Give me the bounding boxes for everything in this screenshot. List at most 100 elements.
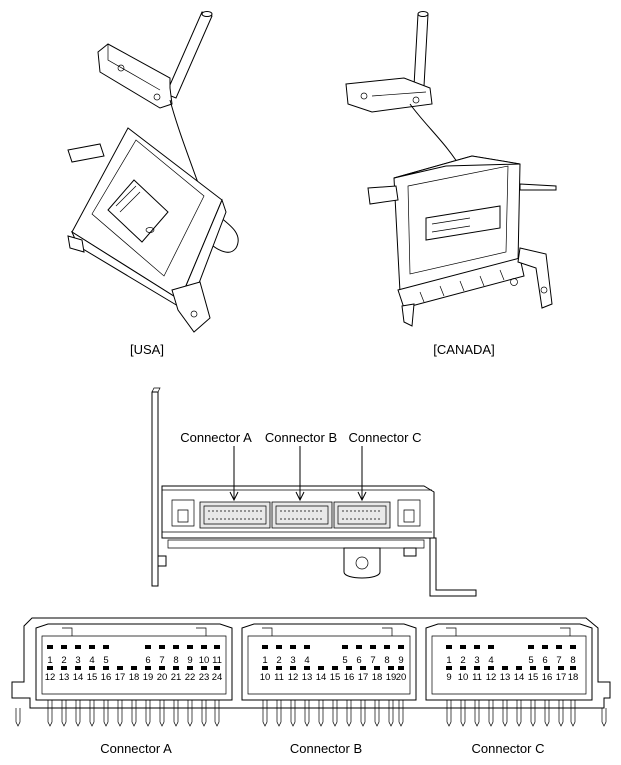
pin-number: 7	[370, 655, 375, 666]
terminal-leg	[103, 700, 109, 727]
pin-number: 5	[103, 655, 108, 666]
pin-number: 10	[260, 672, 271, 683]
pin-number: 24	[212, 672, 223, 683]
terminal-leg	[388, 700, 394, 727]
pin-marker	[388, 666, 394, 670]
pin-marker	[187, 666, 193, 670]
terminal-leg	[346, 700, 352, 727]
pin-number: 4	[89, 655, 94, 666]
pin-marker	[370, 645, 376, 649]
pin-marker	[290, 645, 296, 649]
terminal-leg	[201, 700, 207, 727]
pin-number: 14	[316, 672, 327, 683]
pin-marker	[75, 666, 81, 670]
pin-marker	[460, 666, 466, 670]
pin-marker	[332, 666, 338, 670]
pin-marker	[262, 645, 268, 649]
pin-marker	[145, 645, 151, 649]
terminal-leg	[474, 700, 480, 727]
pin-number: 15	[87, 672, 98, 683]
terminal-leg	[398, 700, 404, 727]
pin-number: 1	[446, 655, 451, 666]
pin-number: 15	[528, 672, 539, 683]
terminal-leg	[131, 700, 137, 727]
pin-number: 2	[61, 655, 66, 666]
pin-marker	[159, 666, 165, 670]
terminal-leg	[61, 700, 67, 727]
front-view-connector-b-label: Connector B	[265, 430, 337, 445]
pin-marker	[187, 645, 193, 649]
pin-number: 21	[171, 672, 182, 683]
pin-marker	[214, 645, 220, 649]
pin-marker	[516, 666, 522, 670]
pin-number: 6	[145, 655, 150, 666]
pin-marker	[446, 645, 452, 649]
module-front-view	[151, 387, 477, 597]
connector-b-caption: Connector B	[290, 741, 362, 756]
pin-number: 3	[290, 655, 295, 666]
pin-number: 12	[288, 672, 299, 683]
pin-number: 19	[386, 672, 397, 683]
terminal-leg	[570, 700, 576, 727]
pin-marker	[318, 666, 324, 670]
pin-marker	[570, 645, 576, 649]
pin-marker	[89, 666, 95, 670]
pin-number: 12	[486, 672, 497, 683]
terminal-leg	[488, 700, 494, 727]
pin-number: 18	[568, 672, 579, 683]
pin-marker	[117, 666, 123, 670]
pin-marker	[61, 645, 67, 649]
terminal-leg	[374, 700, 380, 727]
pin-marker	[488, 645, 494, 649]
shell-leg	[15, 708, 21, 727]
pin-number: 17	[358, 672, 369, 683]
terminal-leg	[290, 700, 296, 727]
pin-number: 17	[556, 672, 567, 683]
pin-marker	[530, 666, 536, 670]
pin-marker	[528, 645, 534, 649]
pin-marker	[446, 666, 452, 670]
usa-caption: [USA]	[130, 342, 164, 357]
pin-marker	[159, 645, 165, 649]
pin-marker	[262, 666, 268, 670]
pin-number: 16	[101, 672, 112, 683]
terminal-leg	[214, 700, 220, 727]
pin-marker	[276, 666, 282, 670]
pin-marker	[570, 666, 576, 670]
pin-marker	[488, 666, 494, 670]
pin-marker	[89, 645, 95, 649]
pin-number: 12	[45, 672, 56, 683]
terminal-leg	[318, 700, 324, 727]
pin-marker	[61, 666, 67, 670]
pin-marker	[173, 666, 179, 670]
pin-marker	[398, 645, 404, 649]
pin-number: 10	[458, 672, 469, 683]
front-view-connector-a-label: Connector A	[180, 430, 252, 445]
pin-marker	[342, 645, 348, 649]
terminal-leg	[544, 700, 550, 727]
pin-number: 7	[159, 655, 164, 666]
pin-number: 3	[75, 655, 80, 666]
pin-marker	[384, 645, 390, 649]
pin-number: 4	[488, 655, 493, 666]
pin-number: 6	[542, 655, 547, 666]
terminal-leg	[502, 700, 508, 727]
pin-marker	[201, 666, 207, 670]
pin-number: 3	[474, 655, 479, 666]
pin-marker	[304, 666, 310, 670]
pin-marker	[374, 666, 380, 670]
pin-marker	[460, 645, 466, 649]
pin-marker	[173, 645, 179, 649]
pin-number: 18	[372, 672, 383, 683]
terminal-leg	[558, 700, 564, 727]
pin-number: 11	[472, 672, 482, 683]
usa-module-drawing	[67, 11, 239, 333]
pin-marker	[131, 666, 137, 670]
pin-marker	[398, 666, 404, 670]
pin-number: 9	[398, 655, 403, 666]
pin-number: 14	[73, 672, 84, 683]
pin-number: 8	[173, 655, 178, 666]
pin-number: 13	[302, 672, 313, 683]
terminal-leg	[304, 700, 310, 727]
canada-module-drawing	[345, 11, 557, 327]
